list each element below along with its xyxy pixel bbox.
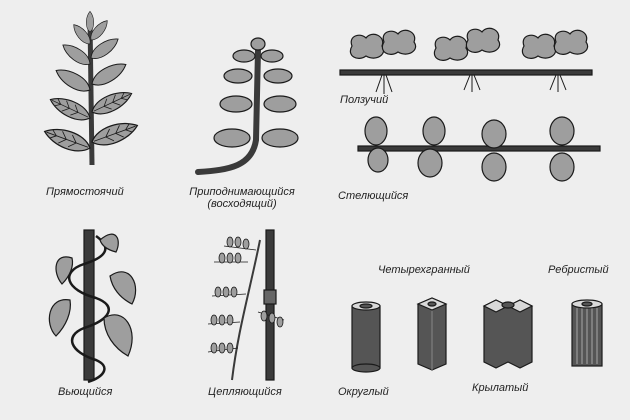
label-ascending-line2: (восходящий)	[207, 198, 277, 210]
erect-stem-plant	[41, 11, 141, 166]
round-stem-shape	[351, 301, 381, 373]
twining-stem-plant	[48, 229, 137, 384]
leaf	[219, 95, 253, 113]
support-pole	[265, 229, 275, 381]
tetragonal-stem-shape	[416, 297, 448, 371]
ribbed-stem-shape	[571, 299, 603, 367]
leaf	[213, 128, 251, 148]
leaf	[417, 148, 443, 178]
roots	[375, 74, 567, 94]
leaf	[263, 95, 297, 113]
leaf	[367, 147, 389, 173]
ascending-stem-plant	[195, 37, 299, 175]
leaf	[250, 37, 266, 51]
leaf	[481, 119, 507, 149]
tendril-clasp	[263, 289, 277, 305]
label-round: Округлый	[338, 386, 389, 398]
leaf	[86, 11, 94, 33]
label-prostrate: Стелющийся	[338, 190, 409, 202]
leaf	[48, 299, 71, 337]
leaf	[521, 33, 557, 59]
label-twining: Вьющийся	[58, 386, 113, 398]
label-climbing: Цепляющийся	[208, 386, 282, 398]
leaf	[109, 271, 137, 305]
prostrate-stem-plant	[357, 116, 601, 182]
leaf	[553, 29, 589, 55]
leaf	[55, 256, 74, 285]
creeping-stem-plant	[339, 27, 593, 94]
leaf	[549, 116, 575, 146]
leaf	[103, 314, 133, 357]
leaf	[349, 33, 385, 59]
prostrate-stem	[357, 145, 601, 152]
leaf	[99, 233, 119, 253]
support-pole	[83, 229, 95, 381]
leaf	[87, 57, 130, 91]
leaf	[433, 35, 469, 61]
leaf	[261, 128, 299, 148]
creeping-stem	[339, 69, 593, 76]
leaf	[422, 116, 446, 146]
label-tetragonal: Четырехгранный	[378, 264, 470, 276]
erect-stem	[87, 19, 95, 166]
leaf	[263, 68, 293, 84]
label-ascending: Приподнимающийся (восходящий)	[182, 186, 302, 210]
leaf	[465, 27, 501, 53]
leaf	[549, 152, 575, 182]
leaf	[260, 49, 284, 63]
climbing-stem-plant	[207, 229, 285, 381]
label-ascending-line1: Приподнимающийся	[189, 186, 295, 198]
leaf	[52, 63, 95, 97]
leaf	[223, 68, 253, 84]
leaf	[364, 116, 388, 146]
label-creeping: Ползучий	[340, 94, 389, 106]
leaf	[381, 29, 417, 55]
label-ribbed: Ребристый	[548, 264, 609, 276]
label-winged: Крылатый	[472, 382, 529, 394]
leaflets	[210, 236, 284, 354]
climbing-stem	[231, 239, 261, 381]
leaf	[481, 152, 507, 182]
label-erect: Прямостоячий	[46, 186, 124, 198]
leaf	[232, 49, 256, 63]
twining-vine	[68, 234, 110, 384]
ascending-stem	[195, 47, 261, 175]
winged-stem-shape	[482, 299, 534, 369]
